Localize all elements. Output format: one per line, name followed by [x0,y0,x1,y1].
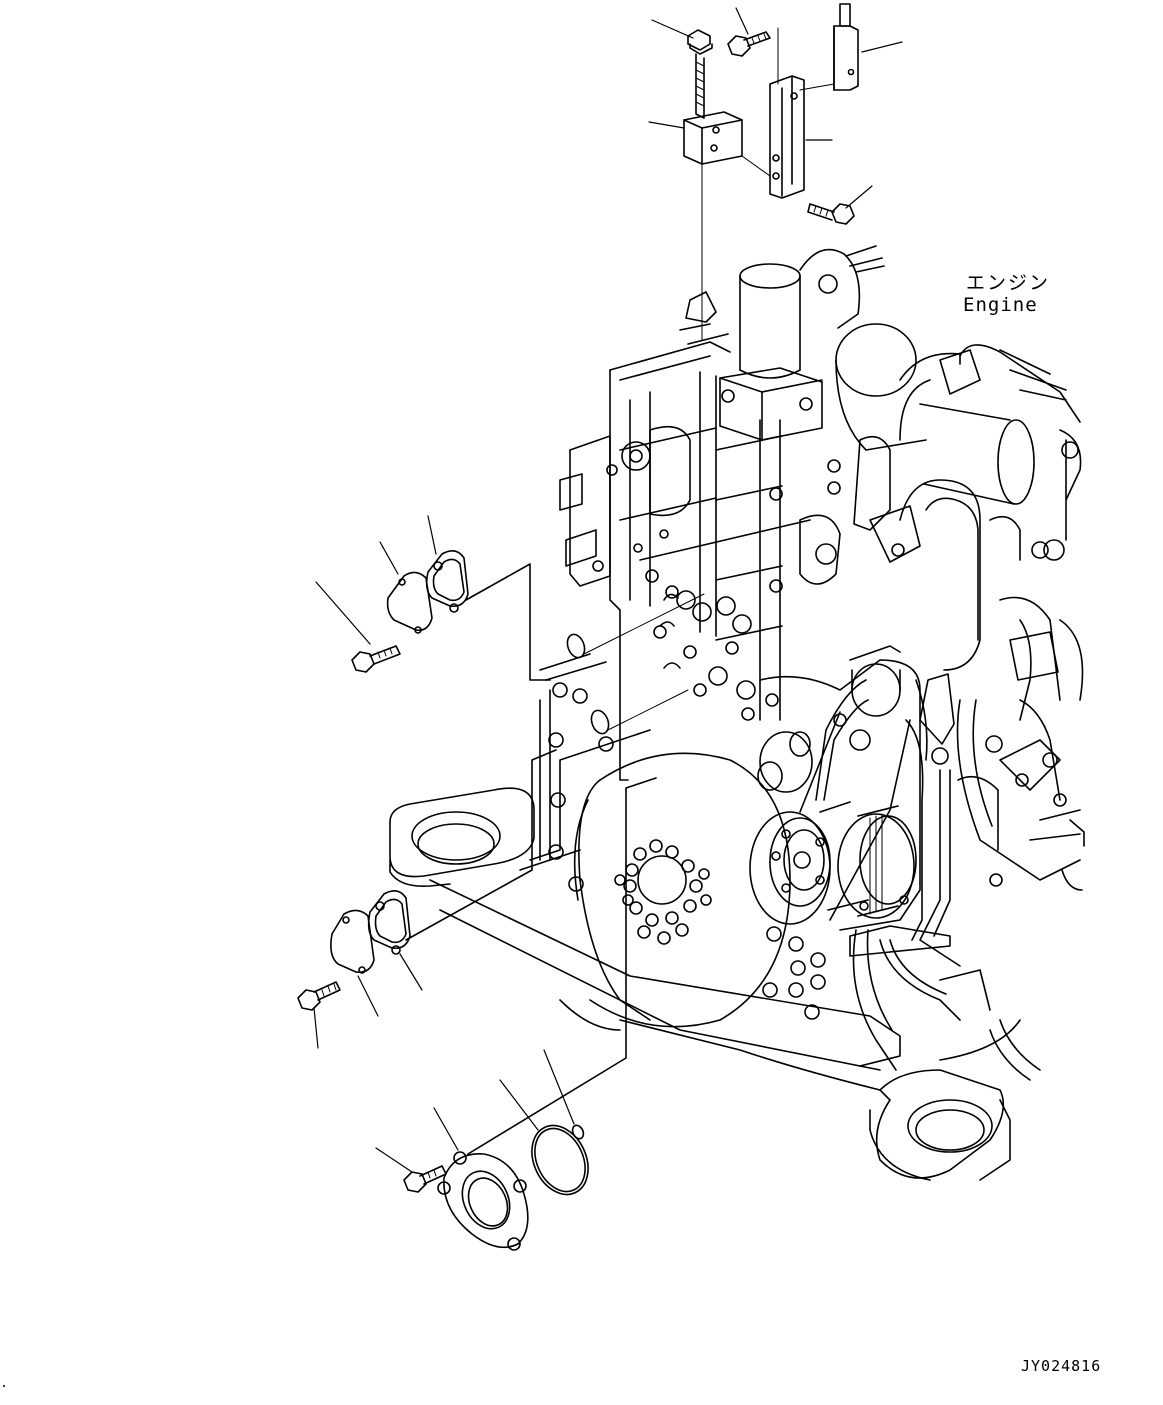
pin-standoff [800,4,902,90]
o-ring-small [544,1050,585,1140]
bolt-cover-lower [298,982,340,1048]
stay-plate [770,28,832,198]
bolt-cover-upper [316,582,400,672]
gear-cluster [615,840,711,944]
bolt-top-middle [728,8,770,56]
seal-cover-bottom [434,778,656,1250]
o-rings [564,594,704,736]
mounting-block [649,112,770,340]
engine-label-jp: エンジン [966,272,1051,294]
edge-dot [3,1385,5,1387]
gasket-lower [369,750,556,990]
flywheel-housing [530,654,790,1027]
bolt-seal-cover [376,1148,446,1192]
drawing-code: JY024816 [1021,1357,1102,1375]
bracket-assembly [649,4,902,340]
cover-plate-lower [331,910,378,1016]
o-ring-large [500,1080,599,1204]
engine-label-en: Engine [963,294,1038,316]
bolt-right [808,186,872,224]
gasket-upper [427,516,550,680]
mount-frame [390,788,1020,1180]
engine-body [560,246,1084,1080]
bolt-top-left [652,20,712,118]
cover-plate-upper [380,542,432,633]
